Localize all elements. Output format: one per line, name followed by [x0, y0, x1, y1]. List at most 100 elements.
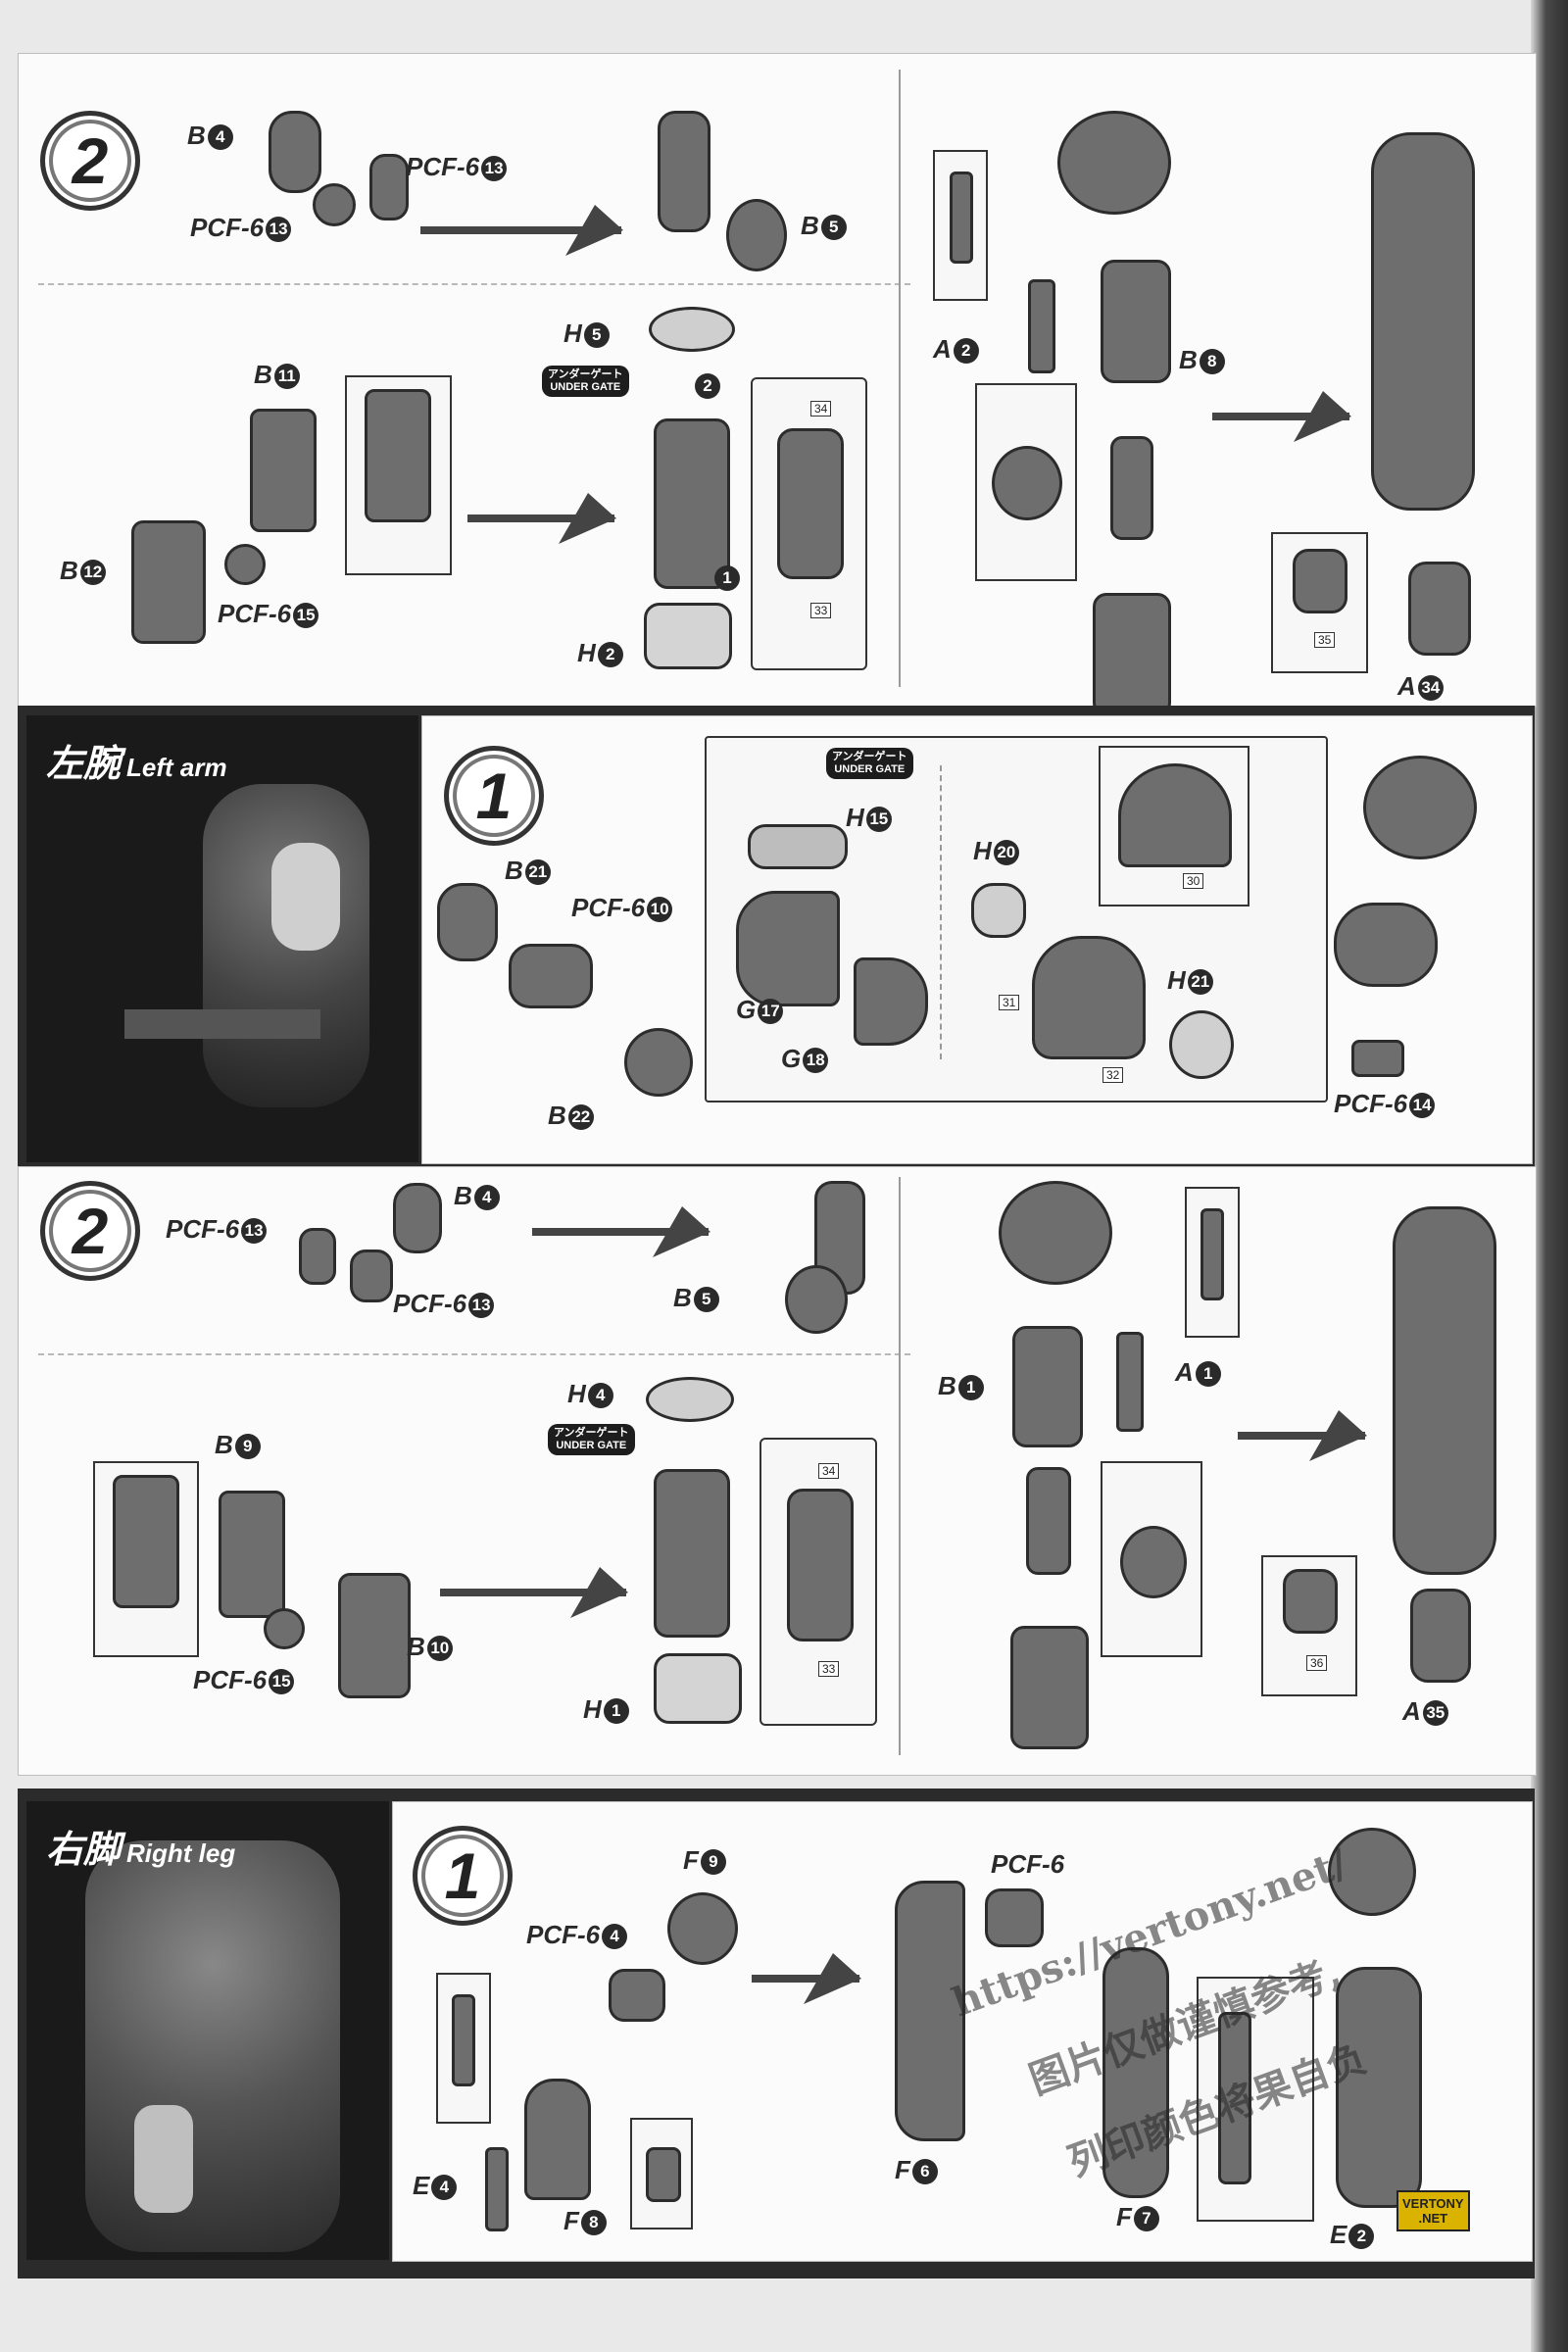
- tag-31: 31: [999, 995, 1020, 1010]
- part-a1: [1116, 1332, 1144, 1432]
- tag-32: 32: [1102, 1067, 1124, 1083]
- assembly-arrow-5: [440, 1589, 626, 1596]
- part-elbow-2: [1026, 1467, 1071, 1575]
- tag-35: 35: [1314, 632, 1336, 648]
- part-forearm-h1: [654, 1469, 730, 1638]
- part-forearm-detail: [777, 428, 844, 579]
- part-e4-detail: [452, 1994, 475, 2086]
- part-h1: [654, 1653, 742, 1724]
- part-shin-detail: [1218, 2012, 1251, 2184]
- part-leg-lower: [1336, 1967, 1422, 2208]
- part-pcf6-4: [609, 1969, 665, 2022]
- part-h5-ring: [649, 307, 735, 352]
- part-forearm-h2: [654, 418, 730, 589]
- part-a2-detail: [950, 172, 973, 264]
- part-pcf6-13-a: [299, 1228, 336, 1285]
- part-b21: [437, 883, 498, 961]
- part-hand-detail-2: [1283, 1569, 1338, 1634]
- assembly-arrow: [420, 226, 621, 234]
- part-g18: [854, 957, 928, 1046]
- part-e4: [485, 2147, 509, 2231]
- tag-36: 36: [1306, 1655, 1328, 1671]
- detail-callout-shin: [1197, 1977, 1314, 2222]
- part-elbow-detail: [992, 446, 1062, 520]
- divider-horizontal-2: [38, 1353, 910, 1355]
- part-pcf6-13-b: [350, 1250, 393, 1302]
- part-a34-hand: [1408, 562, 1471, 656]
- part-pcf6-15: [224, 544, 266, 585]
- part-f8: [524, 2079, 591, 2200]
- step-number-1: 1: [444, 746, 544, 846]
- tag-33: 33: [810, 603, 832, 618]
- part-shoulder-assembled: [1363, 756, 1477, 859]
- part-b4-2: [393, 1183, 442, 1253]
- part-shoulder-2: [999, 1181, 1112, 1285]
- tag-33-b: 33: [818, 1661, 840, 1677]
- tag-34-b: 34: [818, 1463, 840, 1479]
- order-1: 1: [712, 562, 740, 592]
- part-b12: [131, 520, 206, 644]
- page-binding-edge: [1531, 0, 1568, 2352]
- part-pcf6-14: [1351, 1040, 1404, 1077]
- part-shoulder-joint: [1334, 903, 1438, 987]
- part-arm-assembled: [1371, 132, 1475, 511]
- part-h15: [748, 824, 848, 869]
- part-b5-cap-2: [785, 1265, 848, 1334]
- part-h20: [971, 883, 1026, 938]
- step-number-2b: 2: [40, 1181, 140, 1281]
- part-b9: [219, 1491, 285, 1618]
- tag-34: 34: [810, 401, 832, 416]
- part-f7: [1102, 1947, 1169, 2198]
- divider-vertical-2: [899, 1177, 901, 1755]
- part-pcf6-joint: [369, 154, 409, 220]
- part-b4: [269, 111, 321, 193]
- part-elbow-detail-2: [1120, 1526, 1187, 1598]
- part-forearm: [1093, 593, 1171, 716]
- part-b9-detail: [113, 1475, 179, 1608]
- part-pcf6-x: [985, 1888, 1044, 1947]
- part-pcf6-10: [509, 944, 593, 1008]
- part-b10: [338, 1573, 411, 1698]
- part-h4-ring: [646, 1377, 734, 1422]
- part-pcf6-15-b: [264, 1608, 305, 1649]
- part-arm-assembled-2: [1393, 1206, 1496, 1575]
- part-top-detail: [1118, 763, 1232, 867]
- part-hand-detail: [1293, 549, 1348, 613]
- step-number-1-leg: 1: [413, 1826, 513, 1926]
- part-forearm-2: [1010, 1626, 1089, 1749]
